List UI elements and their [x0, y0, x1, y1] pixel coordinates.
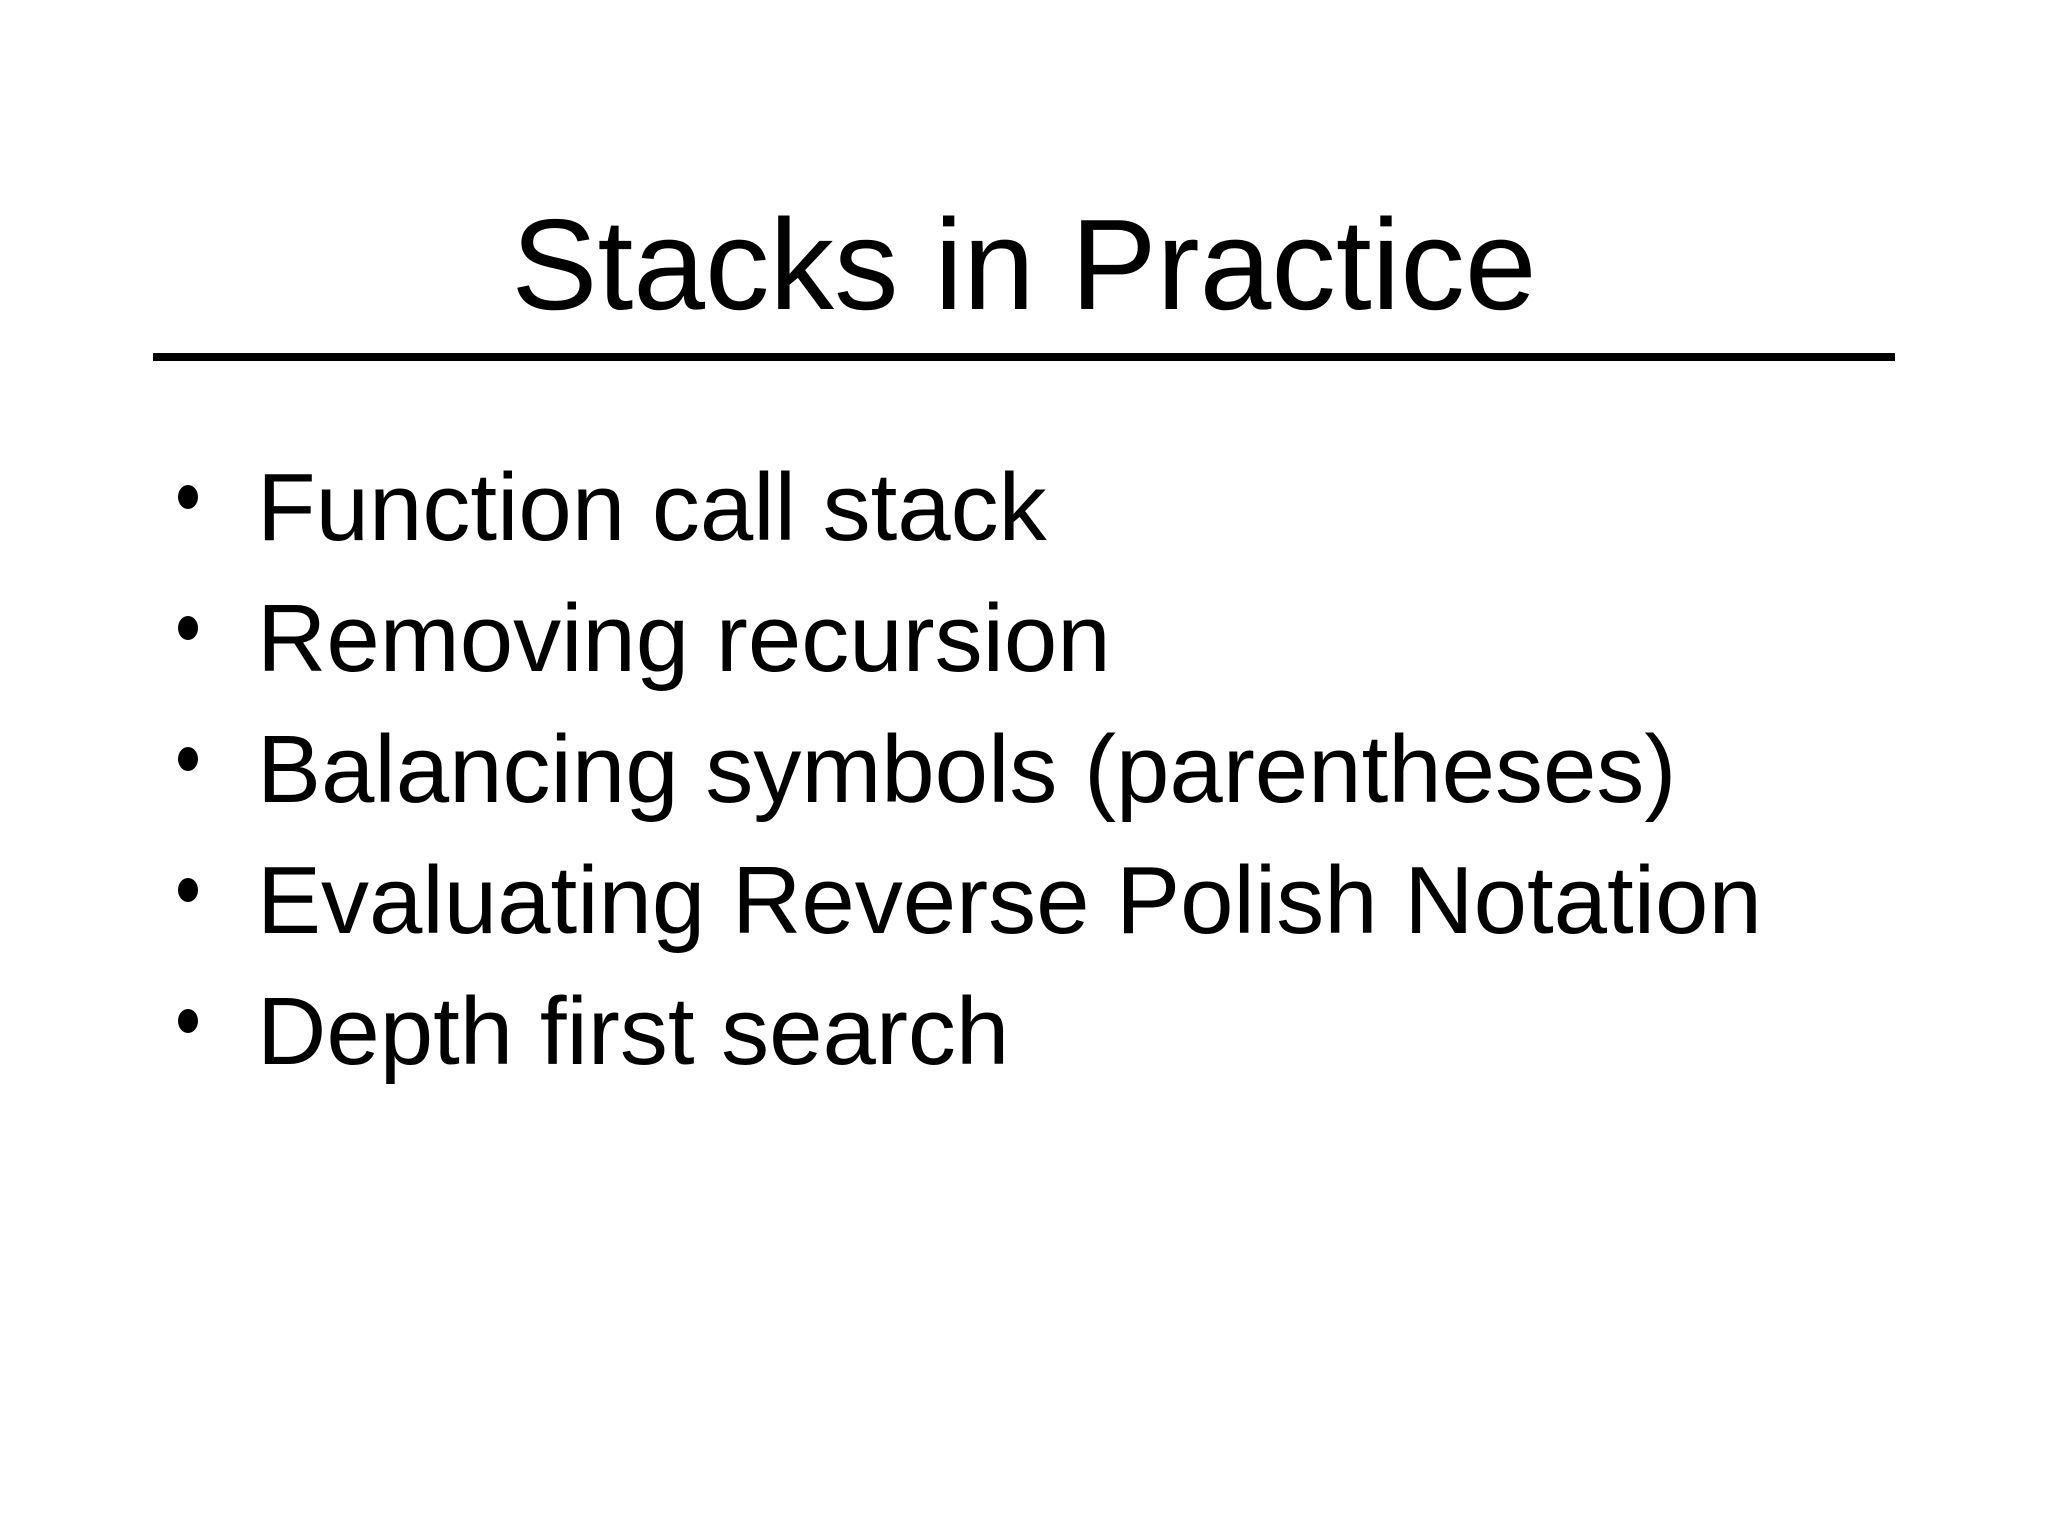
slide-title: Stacks in Practice — [511, 193, 1537, 337]
bullet-dot-icon — [178, 1009, 198, 1033]
bullet-dot-icon — [178, 485, 198, 509]
bullet-text: Evaluating Reverse Polish Notation — [257, 847, 1762, 954]
bullet-list: Function call stack Removing recursion B… — [178, 442, 1762, 1097]
bullet-item: Removing recursion — [178, 573, 1762, 704]
bullet-text: Depth first search — [257, 978, 1010, 1085]
bullet-item: Balancing symbols (parentheses) — [178, 704, 1762, 835]
bullet-dot-icon — [178, 878, 198, 902]
bullet-text: Function call stack — [257, 454, 1047, 561]
bullet-text: Removing recursion — [257, 585, 1111, 692]
bullet-dot-icon — [178, 616, 198, 640]
bullet-item: Depth first search — [178, 966, 1762, 1097]
bullet-item: Function call stack — [178, 442, 1762, 573]
bullet-dot-icon — [178, 747, 198, 771]
bullet-item: Evaluating Reverse Polish Notation — [178, 835, 1762, 966]
title-underline-rule — [153, 353, 1895, 361]
bullet-text: Balancing symbols (parentheses) — [257, 716, 1677, 823]
